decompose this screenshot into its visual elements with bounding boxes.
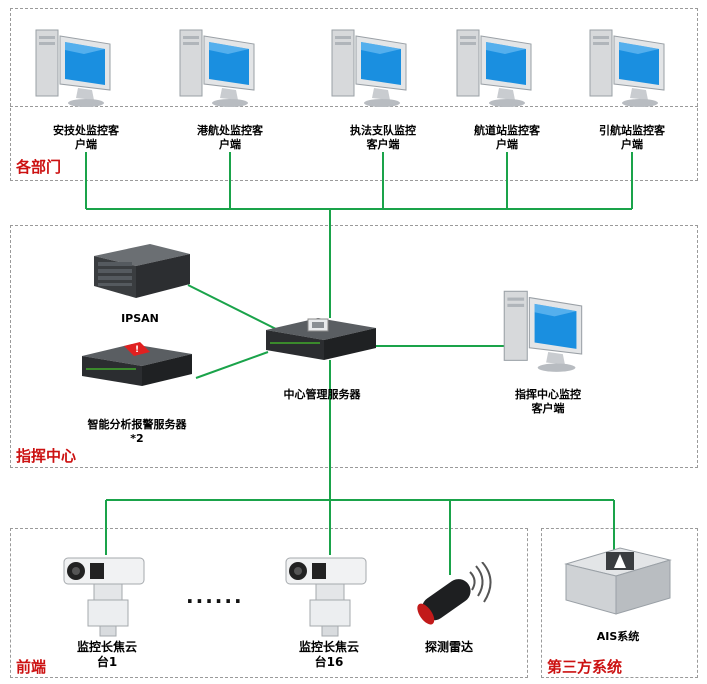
client-label-waterway: 航道站监控客 户端 <box>447 124 567 152</box>
command-client-label: 指挥中心监控 客户端 <box>488 388 608 416</box>
central-server-label: 中心管理服务器 <box>283 388 361 401</box>
client-label-line2: 户端 <box>621 138 643 151</box>
thirdparty-zone-title: 第三方系统 <box>547 658 623 676</box>
ais-server-icon <box>564 547 672 615</box>
command-zone-title: 指挥中心 <box>16 447 77 465</box>
storage-icon <box>94 244 190 298</box>
svg-text:!: ! <box>135 345 139 355</box>
frontend-zone-title: 前端 <box>16 658 47 676</box>
central-server-icon <box>266 318 376 360</box>
thirdparty-zone <box>541 528 698 678</box>
command-zone <box>10 225 698 468</box>
client-label-line1: 执法支队监控 <box>350 124 416 137</box>
ais-label: AIS系统 <box>596 630 640 643</box>
computer-icon <box>456 29 532 107</box>
ptz-camera-icon <box>63 557 145 637</box>
computer-icon <box>35 29 111 107</box>
ptz16-label: 监控长焦云 台16 <box>274 640 384 670</box>
computer-icon <box>331 29 407 107</box>
client-label-line2: 户端 <box>219 138 241 151</box>
client-label-enforcement: 执法支队监控 客户端 <box>323 124 443 152</box>
departments-zone <box>10 8 698 181</box>
ptz-camera-icon <box>285 557 367 637</box>
client-label-pilot: 引航站监控客 户端 <box>572 124 692 152</box>
client-label-line2: 户端 <box>496 138 518 151</box>
client-label-line1: 港航处监控客 <box>197 124 263 137</box>
ptz1-label-line2: 台1 <box>96 655 118 669</box>
computer-icon <box>589 29 665 107</box>
computer-icon <box>179 29 255 107</box>
ptz1-label-line1: 监控长焦云 <box>76 640 137 654</box>
radar-icon <box>417 562 492 625</box>
alarm-server-label-line1: 智能分析报警服务器 <box>87 418 187 431</box>
frontend-zone <box>10 528 528 678</box>
client-label-line2: 客户端 <box>366 138 400 151</box>
client-label-line2: 户端 <box>75 138 97 151</box>
computer-icon <box>503 290 583 372</box>
alarm-server-icon: ! <box>82 342 192 386</box>
client-label-port: 港航处监控客 户端 <box>170 124 290 152</box>
ptz16-label-line1: 监控长焦云 <box>298 640 359 654</box>
alarm-server-label-line2: *2 <box>130 432 144 445</box>
ipsan-label: IPSAN <box>121 312 159 325</box>
client-label-line1: 安技处监控客 <box>53 124 119 137</box>
ellipsis: ...... <box>186 584 244 608</box>
ptz16-label-line2: 台16 <box>314 655 344 669</box>
command-client-label-line1: 指挥中心监控 <box>515 388 581 401</box>
command-client-label-line2: 客户端 <box>531 402 565 415</box>
alarm-server-label: 智能分析报警服务器 *2 <box>62 418 212 446</box>
radar-label: 探测雷达 <box>424 640 473 654</box>
departments-zone-title: 各部门 <box>16 158 62 176</box>
client-label-safety: 安技处监控客 户端 <box>26 124 146 152</box>
client-label-line1: 航道站监控客 <box>474 124 540 137</box>
client-label-line1: 引航站监控客 <box>599 124 665 137</box>
departments-inner-divider <box>10 106 698 107</box>
ptz1-label: 监控长焦云 台1 <box>52 640 162 670</box>
